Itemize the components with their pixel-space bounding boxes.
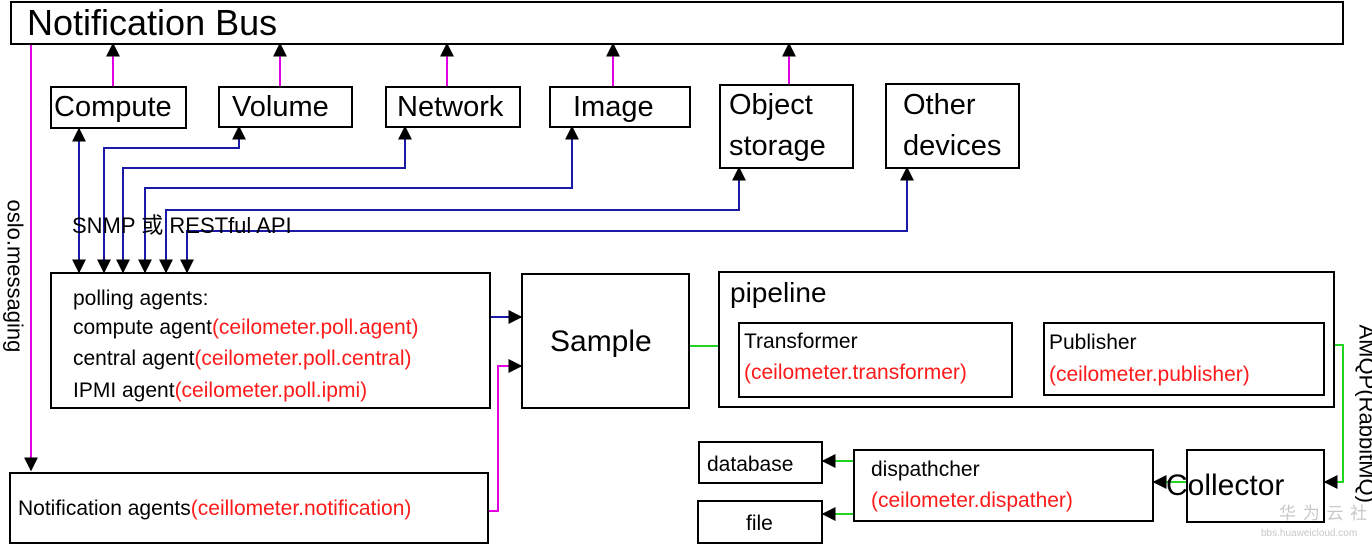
notification-bus-title: Notification Bus: [27, 2, 278, 43]
service-compute: Compute: [50, 86, 187, 129]
notification-bus: Notification Bus: [10, 1, 1344, 45]
file-label: file: [746, 512, 773, 535]
compute-agent-name: compute agent: [73, 316, 212, 339]
watermark-logo-text: 华 为 云 社 区: [1279, 504, 1372, 523]
file-box: file: [697, 500, 823, 544]
service-network: Network: [385, 86, 521, 128]
compute-agent-row: compute agent(ceilometer.poll.agent): [73, 317, 419, 338]
service-compute-label: Compute: [54, 91, 172, 123]
sample-label: Sample: [550, 325, 652, 358]
service-object-storage-line2: storage: [729, 130, 826, 162]
notification-agents-box: Notification agents(ceillometer.notifica…: [9, 472, 489, 544]
notification-agents-name: Notification agents: [18, 497, 191, 520]
ipmi-agent-module: (ceilometer.poll.ipmi): [174, 379, 368, 402]
transformer-box: Transformer (ceilometer.transformer): [738, 322, 1013, 398]
publisher-module: (ceilometer.publisher): [1049, 363, 1250, 386]
central-agent-row: central agent(ceilometer.poll.central): [73, 348, 412, 369]
service-to-bus-links: [106, 42, 796, 86]
service-other-devices-line2: devices: [903, 130, 1002, 162]
central-agent-module: (ceilometer.poll.central): [194, 347, 412, 370]
database-box: database: [698, 441, 823, 484]
polling-agents-box: polling agents: compute agent(ceilometer…: [50, 272, 491, 409]
amqp-label: AMQP(RabbitMQ): [1354, 324, 1372, 503]
publisher-box: Publisher (ceilometer.publisher): [1043, 322, 1325, 396]
database-label: database: [707, 453, 794, 476]
snmp-api-label: SNMP 或 RESTful API: [72, 213, 292, 238]
notification-agents-module: (ceillometer.notification): [190, 497, 412, 520]
watermark-url: bbs.huaweicloud.com: [1261, 528, 1358, 539]
notification-agents-row: Notification agents(ceillometer.notifica…: [18, 498, 411, 519]
service-image: Image: [549, 86, 691, 128]
polling-agents-title: polling agents:: [73, 287, 209, 310]
transformer-name: Transformer: [744, 330, 858, 353]
service-volume-label: Volume: [232, 91, 329, 123]
sample-box: Sample: [521, 273, 690, 409]
service-image-label: Image: [573, 91, 654, 123]
service-network-label: Network: [397, 91, 504, 123]
publisher-name: Publisher: [1049, 331, 1137, 354]
notification-to-sample-link: [488, 359, 523, 512]
ipmi-agent-name: IPMI agent: [73, 379, 175, 402]
pipeline-title: pipeline: [730, 277, 827, 308]
transformer-module: (ceilometer.transformer): [744, 361, 967, 384]
service-object-storage-line1: Object: [729, 89, 813, 121]
service-volume: Volume: [218, 86, 353, 128]
service-object-storage: Object storage: [719, 84, 854, 169]
service-other-devices-line1: Other: [903, 89, 976, 121]
dispatcher-module: (ceilometer.dispather): [871, 489, 1073, 512]
polling-to-service-links: [72, 125, 914, 274]
collector-box: Collector: [1166, 449, 1325, 523]
central-agent-name: central agent: [73, 347, 195, 370]
compute-agent-module: (ceilometer.poll.agent): [211, 316, 419, 339]
oslo-messaging-label: oslo.messaging: [2, 199, 28, 353]
service-other-devices: Other devices: [885, 83, 1020, 169]
collector-label: Collector: [1166, 469, 1285, 502]
dispatcher-box: dispathcher (ceilometer.dispather): [853, 449, 1154, 522]
ipmi-agent-row: IPMI agent(ceilometer.poll.ipmi): [73, 380, 367, 401]
dispatcher-name: dispathcher: [871, 458, 980, 481]
